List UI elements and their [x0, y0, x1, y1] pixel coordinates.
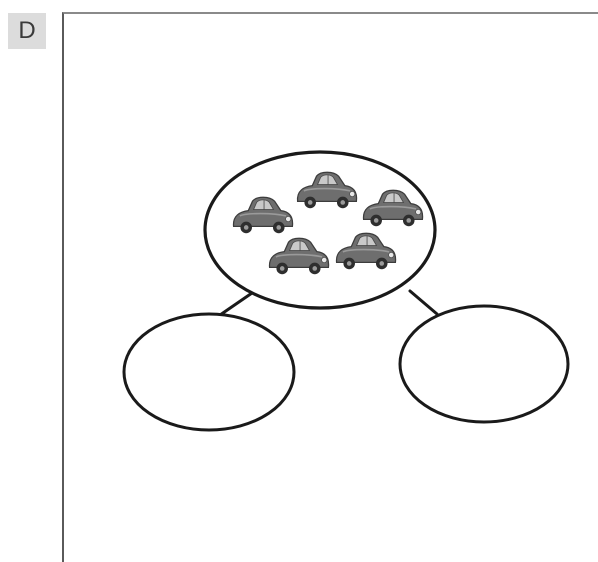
- answer-frame: [62, 12, 598, 562]
- connector-right: [408, 289, 439, 316]
- left-part-ellipse: [122, 312, 296, 432]
- connector-left: [218, 291, 254, 317]
- right-part-ellipse: [398, 304, 570, 424]
- question-label: D: [8, 13, 46, 49]
- whole-set-ellipse: [203, 150, 437, 310]
